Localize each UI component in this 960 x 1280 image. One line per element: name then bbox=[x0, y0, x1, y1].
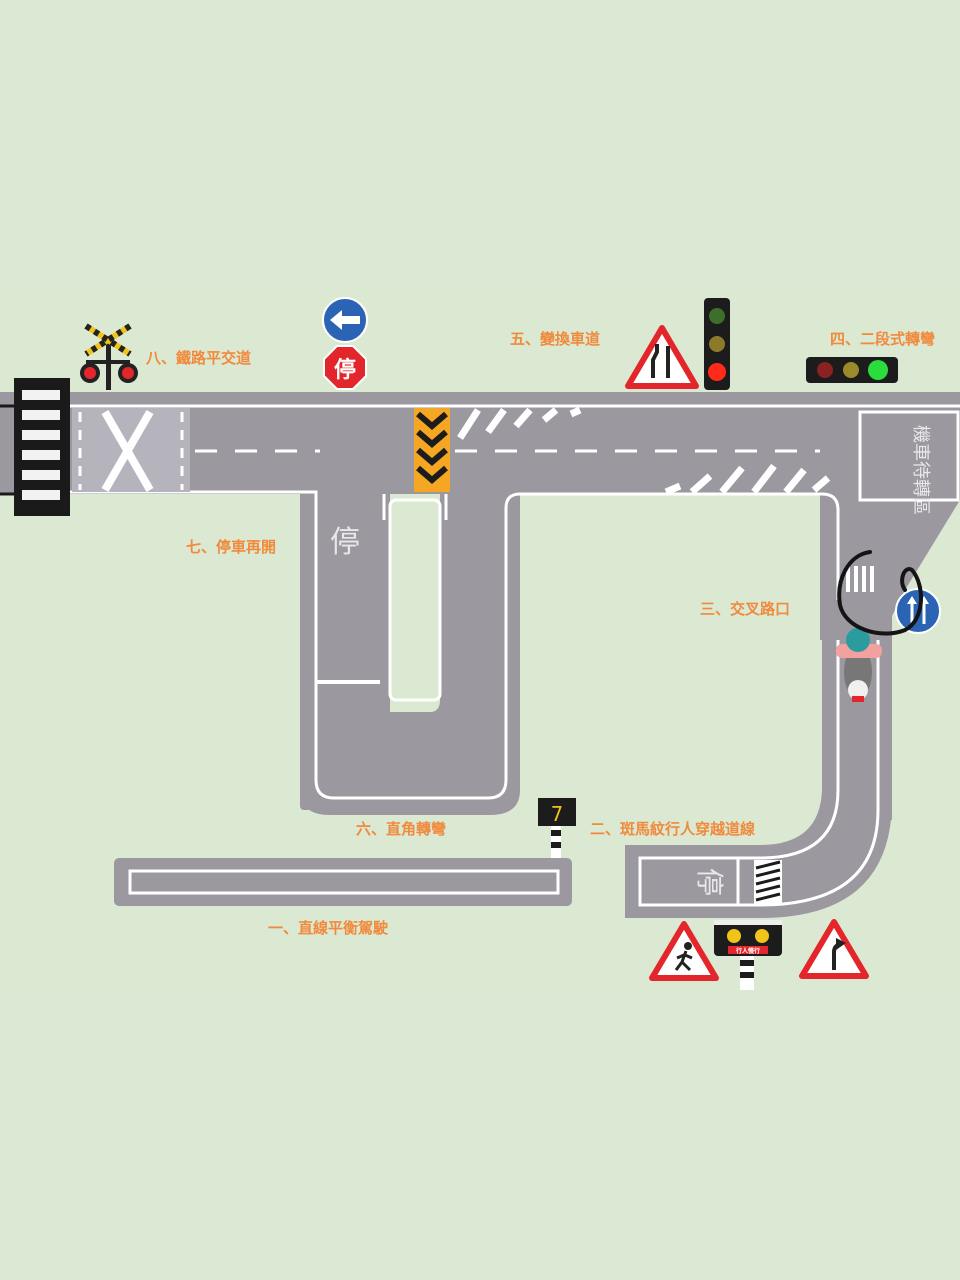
station-label-3: 三、交叉路口 bbox=[700, 600, 790, 618]
stop-sign-text: 停 bbox=[334, 357, 356, 383]
speed-limit-marker-icon: 7 bbox=[538, 798, 576, 858]
station-label-4: 四、二段式轉彎 bbox=[830, 330, 935, 348]
flashing-warning-light-icon: 行人慢行 bbox=[714, 920, 782, 990]
horizontal-traffic-light-icon bbox=[806, 357, 898, 383]
road-text-stop-upper: 停 bbox=[330, 525, 360, 560]
railroad-crossing-signal-icon bbox=[80, 323, 138, 390]
vertical-traffic-light-icon bbox=[704, 298, 730, 390]
station-label-2: 二、斑馬紋行人穿越道線 bbox=[590, 820, 755, 838]
balance-strip bbox=[114, 858, 572, 906]
station-label-5: 五、變換車道 bbox=[510, 330, 600, 348]
railway-track bbox=[0, 378, 70, 516]
median-island bbox=[388, 498, 442, 702]
zebra-crosswalk bbox=[754, 860, 782, 904]
hand-drawn-circle-icon bbox=[837, 550, 924, 636]
chevron-barrier bbox=[414, 408, 450, 492]
left-arrow-sign-icon bbox=[322, 297, 368, 343]
motorcycle-waiting-zone bbox=[858, 410, 960, 502]
station-label-6: 六、直角轉彎 bbox=[356, 820, 446, 838]
road-text-stop-lower: 停 bbox=[693, 868, 726, 896]
intersection-crosswalk bbox=[846, 566, 874, 592]
road-network bbox=[0, 392, 960, 918]
motorcycle-rider-icon bbox=[836, 628, 882, 702]
narrow-road-warning-icon bbox=[625, 325, 699, 389]
station-label-1: 一、直線平衡駕駛 bbox=[268, 919, 389, 937]
lane-change-hatching-top bbox=[457, 406, 582, 440]
railroad-crossing-box bbox=[72, 408, 190, 492]
right-curve-warning-icon bbox=[799, 919, 869, 979]
pedestrian-panel-text: 行人慢行 bbox=[735, 947, 760, 955]
pedestrian-warning-icon bbox=[649, 921, 719, 981]
speed-sign-text: 7 bbox=[551, 802, 563, 826]
station-label-7: 七、停車再開 bbox=[186, 538, 276, 556]
waiting-zone-label: 機車待轉區 bbox=[910, 425, 931, 515]
lane-change-hatching-bottom bbox=[664, 463, 831, 496]
stop-sign-icon: 停 bbox=[323, 345, 367, 390]
station-label-8: 八、鐵路平交道 bbox=[145, 349, 251, 367]
